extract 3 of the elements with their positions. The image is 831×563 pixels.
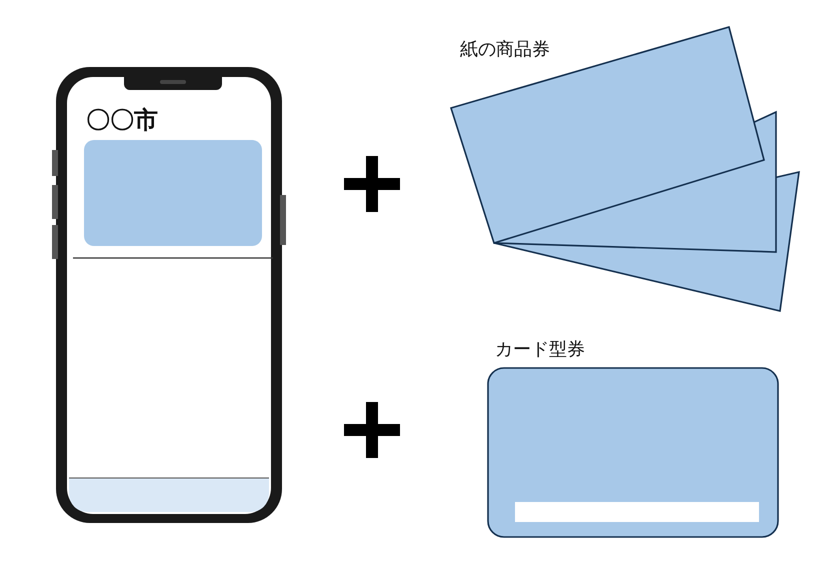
screen-title: 〇〇市 — [86, 105, 158, 136]
voucher-label: 紙の商品券 — [460, 38, 550, 61]
card-label: カード型券 — [495, 338, 585, 361]
